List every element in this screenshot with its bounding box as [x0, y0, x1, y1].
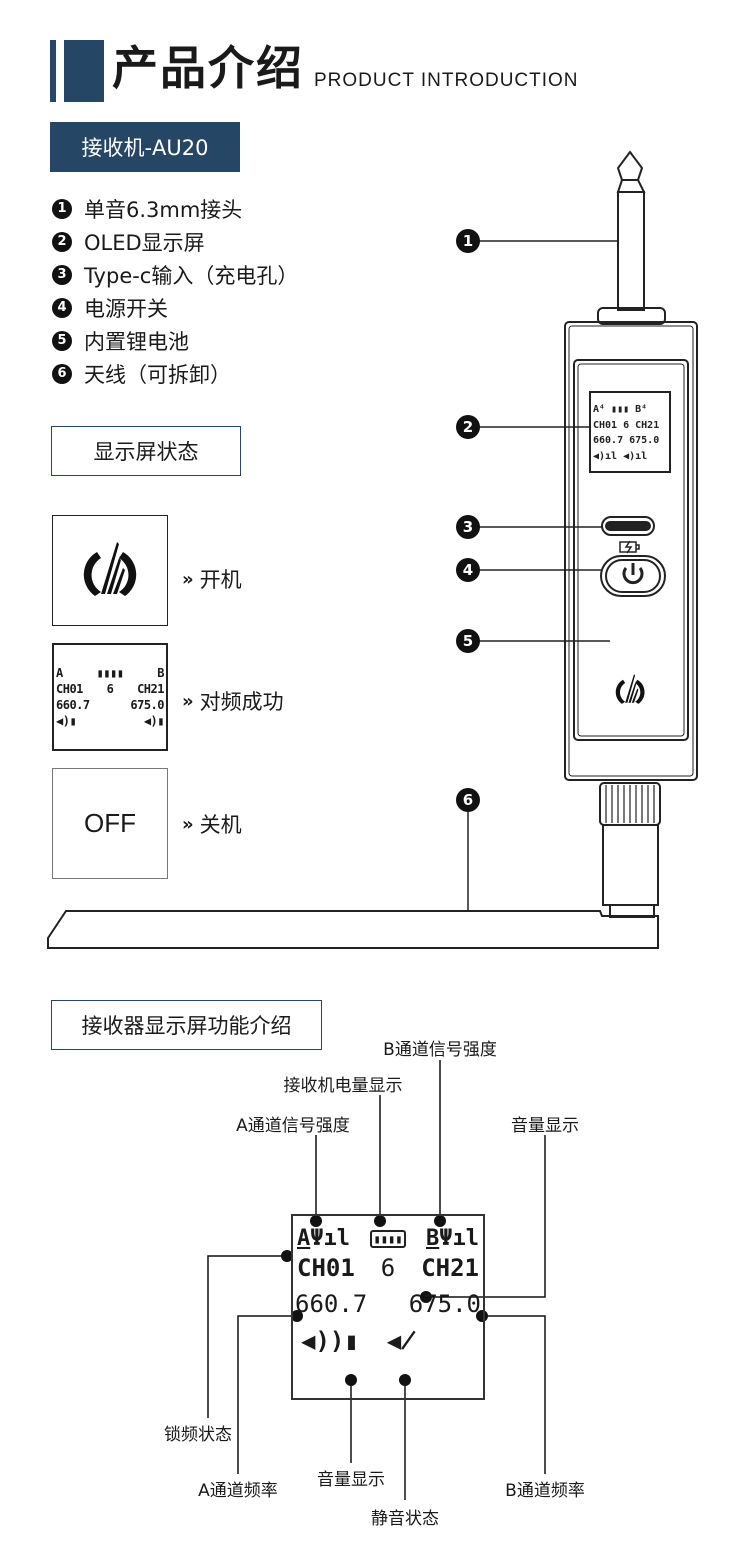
receiver-device-illustration: A⁴ ▮▮▮ B⁴ CH01 6 CH21 660.7 675.0 ◀)ıl ◀)ıl	[47, 150, 698, 949]
label-b-signal: B通道信号强度	[383, 1040, 497, 1060]
device-panel	[573, 359, 689, 741]
label-a-freq: A通道频率	[198, 1481, 278, 1501]
svg-text:660.7 675.0: 660.7 675.0	[593, 435, 659, 446]
battery-icon: ▮▮▮▮	[96, 666, 124, 680]
device-body	[564, 321, 698, 781]
header-bar-thin	[50, 40, 56, 102]
callout-6: 6	[456, 788, 480, 812]
display-leader-lines	[207, 1060, 546, 1500]
antenna-signal-icon: Ψıl	[310, 1226, 350, 1251]
svg-text:◀)ıl ◀)ıl: ◀)ıl ◀)ıl	[593, 451, 647, 462]
mute-icon: ◀̸	[386, 1327, 416, 1355]
volume-icon: ◀)▮	[143, 714, 165, 728]
battery-icon: ▮▮▮▮	[369, 1229, 407, 1248]
svg-text:A⁴ ▮▮▮ B⁴: A⁴ ▮▮▮ B⁴	[593, 404, 647, 415]
state-off-screen: OFF	[52, 768, 168, 879]
screen-states-title: 显示屏状态	[51, 426, 241, 476]
label-lock: 锁频状态	[164, 1425, 232, 1445]
function-section-title: 接收器显示屏功能介绍	[51, 1000, 322, 1050]
jack-shaft	[617, 191, 645, 311]
volume-icon: ◀))▮	[301, 1327, 359, 1355]
b-signal-indicator: BΨıl	[426, 1226, 479, 1251]
state-off-label: »关机	[182, 813, 242, 837]
jack-tip	[616, 150, 646, 193]
model-badge: 接收机-AU20	[50, 122, 240, 172]
header-bar-thick	[64, 40, 104, 102]
device-logo-icon	[615, 674, 645, 704]
label-b-freq: B通道频率	[505, 1481, 585, 1501]
a-signal-indicator: AΨıl	[297, 1226, 350, 1251]
label-mute: 静音状态	[371, 1509, 439, 1529]
antenna-signal-icon: Ψıl	[439, 1226, 479, 1251]
power-button	[600, 555, 666, 597]
svg-text:CH01 6 CH21: CH01 6 CH21	[593, 420, 659, 431]
power-icon	[622, 563, 644, 585]
brand-logo-icon	[83, 541, 137, 596]
page-title: 产品介绍	[112, 41, 304, 95]
callout-2: 2	[456, 415, 480, 439]
label-battery: 接收机电量显示	[283, 1076, 403, 1096]
charge-icon	[619, 540, 640, 554]
jack-collar	[597, 307, 666, 325]
page-subtitle: PRODUCT INTRODUCTION	[314, 70, 579, 91]
callout-3: 3	[456, 515, 480, 539]
callout-1: 1	[456, 229, 480, 253]
antenna-base	[602, 824, 659, 906]
callout-4: 4	[456, 558, 480, 582]
state-power-on-screen	[52, 515, 168, 626]
label-volume-right: 音量显示	[511, 1116, 579, 1136]
volume-icon: ◀)▮	[56, 714, 77, 728]
label-a-signal: A通道信号强度	[236, 1116, 350, 1136]
callout-5: 5	[456, 629, 480, 653]
device-screen	[589, 391, 671, 473]
usb-c-port	[601, 516, 655, 536]
state-paired-label: »对频成功	[182, 690, 284, 714]
state-power-on-label: »开机	[182, 568, 242, 592]
label-volume: 音量显示	[317, 1470, 385, 1490]
antenna-blade	[47, 910, 659, 949]
